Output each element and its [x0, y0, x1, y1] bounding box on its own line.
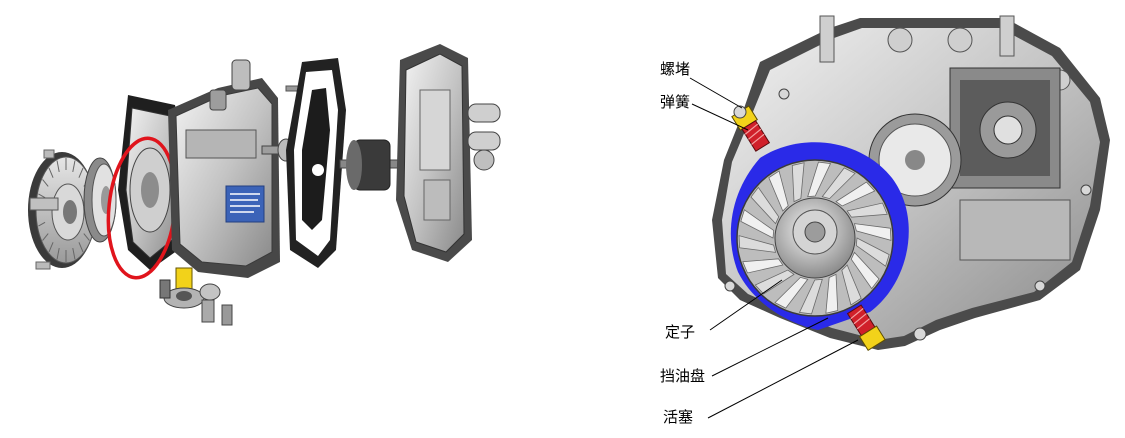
label-stator: 定子 [665, 323, 696, 341]
leader-piston [707, 339, 859, 419]
gear-tooth [42, 179, 49, 187]
exploded-view [28, 44, 501, 326]
gear-tooth [72, 247, 76, 260]
stator-vane [754, 269, 795, 295]
stator-vane [768, 170, 789, 212]
stator-vane [774, 276, 809, 309]
gear-tooth [38, 221, 46, 227]
stator [736, 159, 894, 317]
label-spring: 弹簧 [660, 93, 691, 111]
gear-tooth [78, 242, 84, 253]
leader-spring [691, 103, 749, 131]
bottom-plug-spring [846, 304, 886, 351]
spring-red-top [741, 119, 771, 152]
label-oil-baffle: 挡油盘 [660, 367, 706, 385]
stator-vane [846, 202, 888, 218]
section-view [689, 15, 1110, 419]
stator-vane [825, 273, 839, 314]
cover-housing [396, 44, 501, 262]
stator-vane [742, 258, 784, 274]
stator-vane [791, 162, 805, 203]
pump-housing [159, 59, 280, 326]
stator-vane [841, 264, 862, 306]
gear-tooth [38, 193, 46, 199]
gear-tooth [83, 233, 90, 241]
stator-vane [798, 278, 823, 315]
gasket [286, 58, 346, 268]
top-plug-spring [731, 105, 771, 152]
leader-lines [689, 77, 859, 419]
stator-vane [855, 237, 890, 267]
stator-vane [750, 186, 780, 225]
leader-oil-baffle [711, 317, 829, 377]
leader-stator [709, 279, 783, 331]
gear-tooth [56, 160, 60, 173]
stator-vane [821, 167, 856, 200]
label-plate [225, 185, 265, 223]
gear-tooth [78, 167, 84, 178]
stator-vane [738, 235, 777, 253]
rotor-motor [339, 139, 401, 191]
plug-yellow-bottom [858, 325, 886, 351]
stator-vane [807, 161, 832, 198]
stator-vane [853, 223, 892, 241]
gear-tooth [56, 247, 60, 260]
gear-tooth [48, 242, 54, 253]
gear-tooth [48, 167, 54, 178]
gear-tooth [72, 160, 76, 173]
right-cavity [949, 67, 1071, 261]
bolts [724, 88, 1092, 341]
stator-vane [835, 181, 876, 207]
label-plug: 螺堵 [660, 60, 691, 78]
stator-vane [740, 209, 775, 239]
leader-plug [689, 77, 743, 109]
stator-vane [850, 251, 880, 290]
gear-tooth [42, 233, 49, 241]
label-piston: 活塞 [663, 408, 694, 426]
